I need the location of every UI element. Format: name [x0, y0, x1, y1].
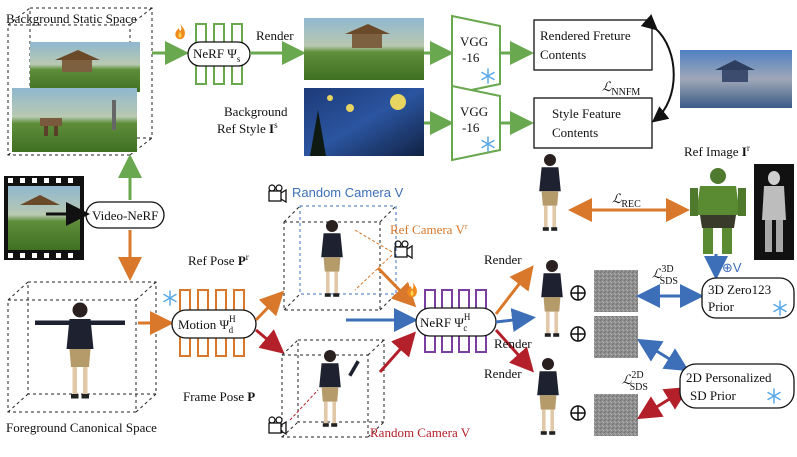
style-feature-label-1: Style Feature	[552, 106, 621, 121]
loss-nnfm-label: ℒNNFM	[602, 79, 640, 98]
arrow-motion-to-refpose	[254, 290, 285, 322]
rendered-person-frame	[537, 358, 559, 435]
foreground-canonical-space-label: Foreground Canonical Space	[6, 420, 157, 435]
random-camera-bottom-label: Random Camera V	[370, 425, 471, 440]
fire-icon	[175, 24, 185, 40]
arrow-motion-to-framepose	[255, 328, 285, 354]
oplus-icon	[570, 285, 586, 301]
frame-pose-label: Frame Pose P	[183, 389, 255, 404]
personalized-prior-box	[679, 363, 795, 409]
personalized-label-2: SD Prior	[690, 388, 737, 403]
arrow-refpose-to-nerf	[376, 266, 417, 308]
arrow-render-1	[494, 265, 534, 315]
nerf-background-block	[187, 23, 251, 85]
nnfm-loss-arrow	[640, 14, 675, 123]
arrow-render-2	[495, 308, 536, 333]
ref-camera-label: Ref Camera Vr	[390, 222, 468, 237]
camera-icon	[268, 416, 287, 435]
render-label-2: Render	[494, 336, 532, 351]
video-filmstrip	[4, 176, 84, 260]
vgg-top-label-2: -16	[462, 50, 480, 65]
snowflake-icon	[163, 290, 177, 306]
rendered-feature-box	[533, 19, 653, 71]
park-image-2	[12, 88, 137, 152]
arrow-framepose-to-nerf	[378, 331, 416, 373]
background-static-space-label: Background Static Space	[6, 11, 137, 26]
render-top-label: Render	[256, 28, 294, 43]
render-label-1: Render	[484, 252, 522, 267]
background-ref-style-label-2: Ref Style Is	[217, 120, 278, 136]
camera-icon	[394, 240, 413, 259]
foreground-canonical-space	[7, 281, 157, 413]
zero123-label-1: 3D Zero123	[708, 282, 771, 297]
render-label-3: Render	[484, 366, 522, 381]
random-camera-top-label: Random Camera V	[292, 185, 404, 200]
style-feature-box	[533, 97, 653, 149]
zero123-prior-box	[701, 277, 795, 319]
vgg-bottom-label-1: VGG	[460, 104, 488, 119]
sds-2d-arrow-blue	[636, 338, 690, 372]
rendered-person-ref	[539, 154, 561, 231]
sds-2d-arrow-red	[636, 386, 690, 420]
ref-camera-ray-1	[354, 229, 393, 253]
rendered-feature-label-1: Rendered Freture	[540, 28, 631, 43]
noise-image-1	[594, 270, 638, 312]
ref-pose-label: Ref Pose Pr	[188, 252, 249, 268]
noise-image-2	[594, 316, 638, 358]
nerf-foreground-block	[415, 289, 497, 353]
rendered-feature-label-2: Contents	[540, 47, 586, 62]
fire-icon	[407, 282, 417, 298]
ref-camera-ray-2	[354, 254, 393, 291]
arrow-render-3	[494, 328, 535, 373]
motion-block	[171, 289, 257, 357]
rendered-person-random	[541, 260, 563, 337]
ref-image-label: Ref Image Ir	[684, 143, 750, 159]
nerf-bg-label: NeRF Ψs	[193, 46, 241, 64]
background-ref-style-label-1: Background	[224, 104, 288, 119]
vgg-bottom-label-2: -16	[462, 120, 480, 135]
background-static-space	[7, 7, 153, 156]
personalized-label-1: 2D Personalized	[686, 370, 772, 385]
camera-icon	[268, 184, 287, 203]
vgg-top-label-1: VGG	[460, 34, 488, 49]
zero123-label-2: Prior	[708, 299, 735, 314]
frame-camera-ray	[289, 389, 319, 421]
frame-pose-space	[281, 339, 385, 438]
hulk-figure	[690, 168, 746, 254]
video-nerf-label: Video-NeRF	[92, 208, 158, 223]
oplus-icon	[570, 326, 586, 342]
noise-image-3	[594, 394, 638, 436]
loss-rec-label: ℒREC	[612, 191, 641, 210]
oplus-v-label: ⊕V	[722, 260, 742, 275]
oplus-icon	[570, 405, 586, 421]
ref-pose-space	[283, 205, 397, 311]
style-feature-label-2: Contents	[552, 125, 598, 140]
